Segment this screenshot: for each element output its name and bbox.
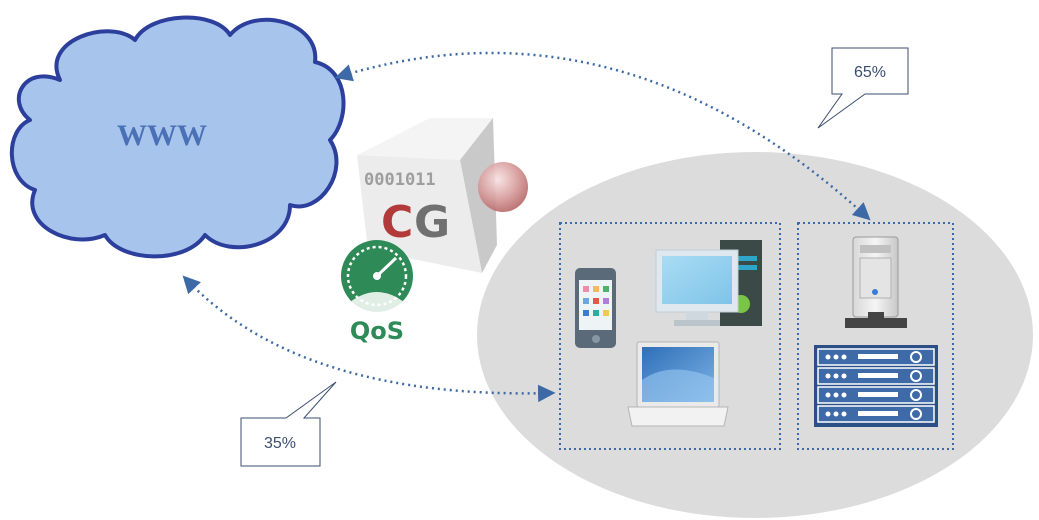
desktop-computer-icon: [655, 240, 762, 326]
tower-server-icon: [845, 236, 907, 328]
smartphone-icon: [575, 268, 616, 348]
callout-client-share: 35%: [240, 381, 337, 467]
cloud-icon: [9, 15, 346, 259]
link-cloud-to-clients: [182, 275, 556, 403]
callout-server-share-label: 65%: [854, 64, 886, 81]
callout-client-share-label: 35%: [264, 435, 296, 452]
rack-server-icon: [814, 345, 938, 427]
cube-logo-c: C: [381, 197, 413, 248]
client-devices-group: [559, 222, 781, 450]
cube-binary-text: 0001011: [364, 170, 436, 190]
cube-logo-g: G: [414, 197, 450, 248]
qos-label: QoS: [350, 317, 404, 345]
link-cloud-to-servers: [334, 51, 871, 221]
laptop-icon: [627, 341, 729, 427]
cloud-label: WWW: [117, 119, 207, 152]
qos-gauge-icon: [341, 240, 413, 312]
callout-server-share: 65%: [817, 47, 909, 129]
